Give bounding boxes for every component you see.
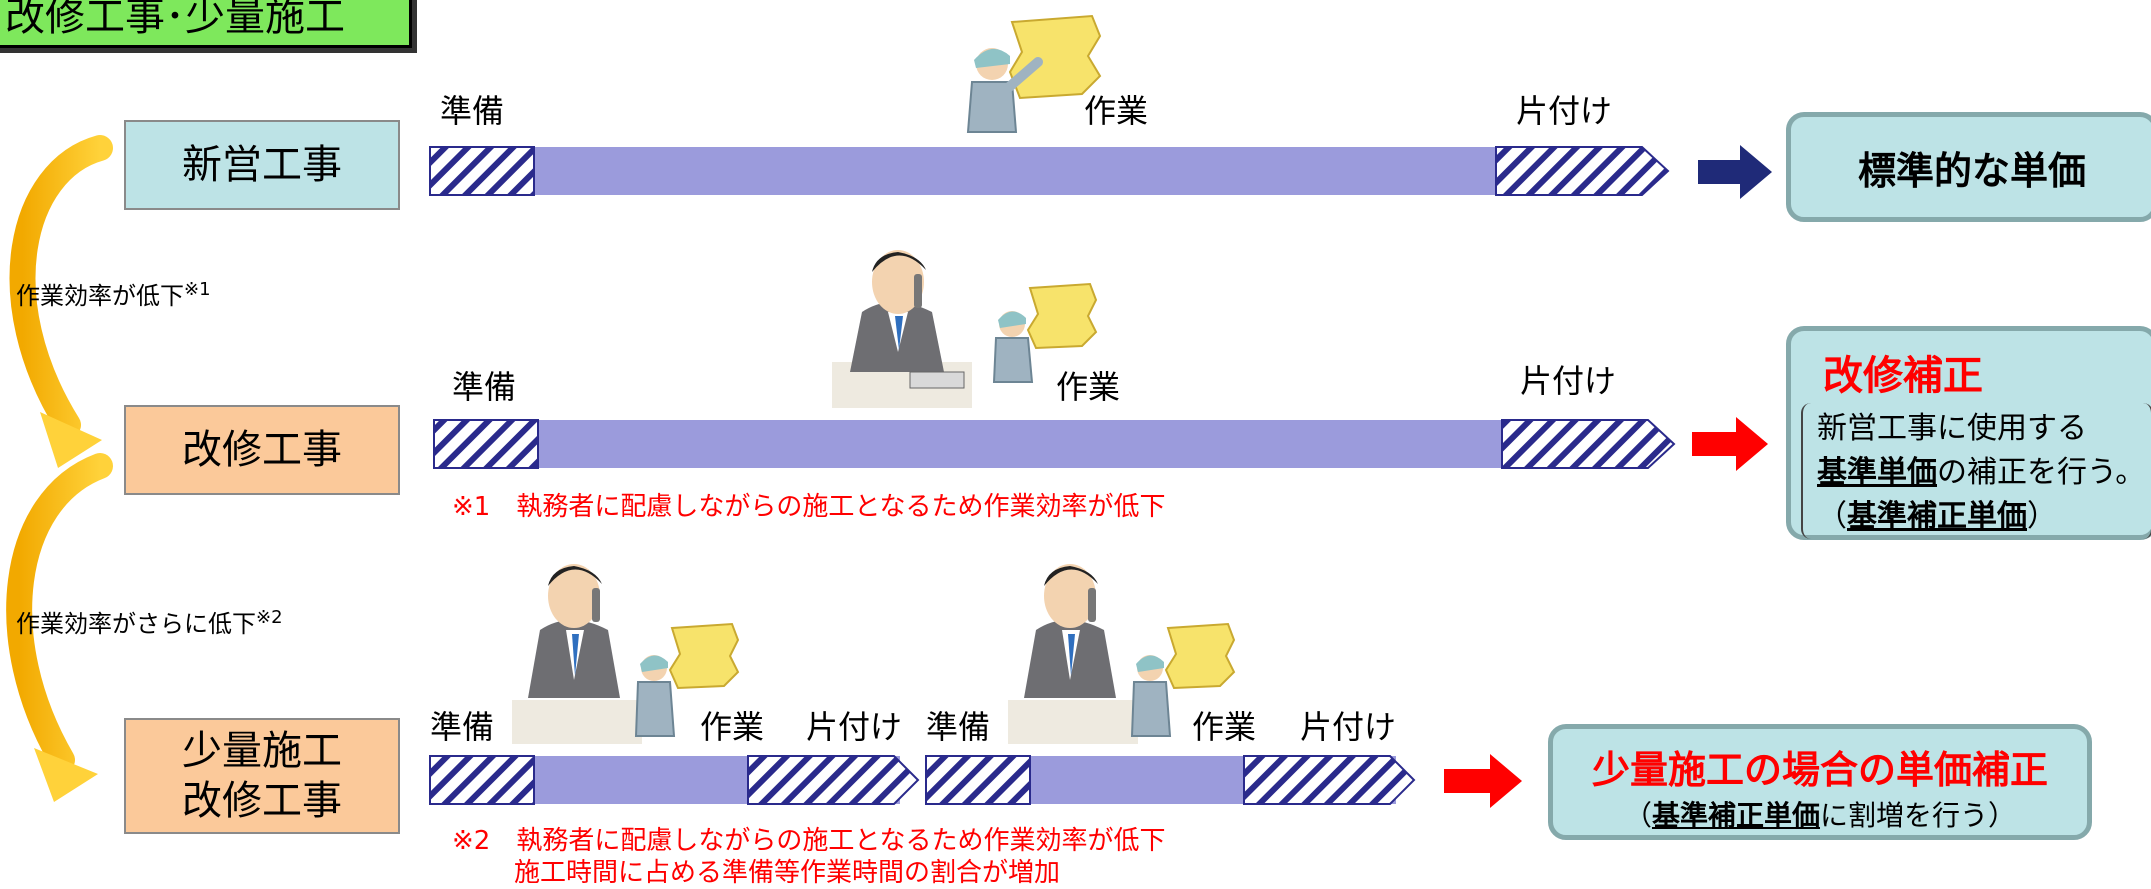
footnote-1: ※1 執務者に配慮しながらの施工となるため作業効率が低下 bbox=[452, 492, 1166, 522]
office-worker-illustration bbox=[1008, 564, 1138, 744]
curved-arrow-icon bbox=[6, 453, 113, 802]
phase-label-work: 作業 bbox=[1192, 708, 1257, 746]
phase-label-cleanup: 片付け bbox=[1300, 708, 1397, 746]
phase-label-prep: 準備 bbox=[452, 368, 517, 406]
office-worker-illustration bbox=[512, 564, 642, 744]
phase-label-cleanup: 片付け bbox=[806, 708, 903, 746]
base-price-term: 基準単価 bbox=[1817, 455, 1937, 490]
cleanup-segment bbox=[1243, 755, 1416, 805]
prep-segment bbox=[429, 146, 535, 196]
efficiency-note-1-mark: ※1 bbox=[184, 279, 211, 300]
timeline-bar-renovation bbox=[433, 419, 1676, 469]
base-correction-price-term: 基準補正単価 bbox=[1847, 499, 2027, 534]
result-box-small-quantity-correction: 少量施工の場合の単価補正 （基準補正単価に割増を行う） bbox=[1548, 724, 2092, 840]
timeline-bar-small-2 bbox=[925, 755, 1416, 805]
row-label-renovation-text: 改修工事 bbox=[182, 427, 342, 473]
result-renovation-line3: （基準補正単価） bbox=[1817, 491, 2151, 535]
curved-arrow-icon bbox=[9, 135, 113, 468]
efficiency-note-2-text: 作業効率がさらに低下 bbox=[16, 610, 256, 638]
arrow-right-icon bbox=[1698, 145, 1772, 199]
prep-segment bbox=[429, 755, 535, 805]
result-standard-text: 標準的な単価 bbox=[1857, 148, 2086, 193]
result-renovation-line1: 新営工事に使用する bbox=[1817, 411, 2087, 446]
result-renovation-line2-rest: の補正を行う。 bbox=[1937, 455, 2146, 490]
row-label-renovation: 改修工事 bbox=[124, 405, 400, 495]
paren-open: （ bbox=[1817, 499, 1847, 534]
result-small-line: （基準補正単価に割増を行う） bbox=[1553, 794, 2087, 834]
worker-illustration bbox=[634, 622, 740, 737]
phase-label-cleanup: 片付け bbox=[1516, 92, 1613, 130]
timeline-bar-new-construction bbox=[429, 146, 1670, 196]
paren-close: ） bbox=[2027, 499, 2057, 534]
worker-illustration bbox=[1130, 622, 1236, 737]
paren-open: （ bbox=[1623, 799, 1652, 832]
phase-label-cleanup: 片付け bbox=[1520, 362, 1617, 400]
timeline-bar-small-1 bbox=[429, 755, 920, 805]
work-segment bbox=[430, 147, 1500, 195]
cleanup-segment bbox=[1495, 146, 1670, 196]
phase-label-work: 作業 bbox=[700, 708, 765, 746]
result-renovation-title: 改修補正 bbox=[1823, 353, 1983, 399]
worker-illustration bbox=[966, 14, 1102, 133]
result-box-renovation-correction: 改修補正 新営工事に使用する 基準単価の補正を行う。 （基準補正単価） bbox=[1786, 326, 2151, 540]
efficiency-note-1-text: 作業効率が低下 bbox=[16, 282, 184, 310]
result-small-line-rest: に割増を行う） bbox=[1820, 799, 2017, 832]
arrow-right-icon bbox=[1444, 754, 1522, 808]
footnote-2-line1: ※2 執務者に配慮しながらの施工となるため作業効率が低下 bbox=[452, 826, 1166, 856]
diagram-title: 改修工事･少量施工 bbox=[0, 0, 412, 48]
row-label-new-construction-text: 新営工事 bbox=[182, 142, 342, 188]
phase-label-prep: 準備 bbox=[440, 92, 505, 130]
phase-label-work: 作業 bbox=[1056, 368, 1121, 406]
result-box-standard-price: 標準的な単価 bbox=[1786, 112, 2151, 222]
worker-illustration bbox=[992, 282, 1098, 383]
efficiency-note-2: 作業効率がさらに低下※2 bbox=[16, 604, 283, 639]
result-renovation-line2: 基準単価の補正を行う。 bbox=[1817, 447, 2151, 491]
efficiency-note-1: 作業効率が低下※1 bbox=[16, 276, 211, 311]
phase-label-work: 作業 bbox=[1084, 92, 1149, 130]
cleanup-segment bbox=[1501, 419, 1676, 469]
work-segment bbox=[434, 420, 1504, 468]
office-worker-illustration bbox=[832, 250, 972, 408]
phase-label-prep: 準備 bbox=[926, 708, 991, 746]
footnote-2-line2: 施工時間に占める準備等作業時間の割合が増加 bbox=[514, 858, 1061, 888]
result-renovation-bracket: 新営工事に使用する 基準単価の補正を行う。 （基準補正単価） bbox=[1801, 403, 2151, 539]
row-label-small-line1: 少量施工 bbox=[182, 728, 342, 774]
efficiency-note-2-mark: ※2 bbox=[256, 607, 283, 628]
arrow-right-icon bbox=[1692, 417, 1768, 471]
phase-label-prep: 準備 bbox=[430, 708, 495, 746]
row-label-small-renovation: 少量施工 改修工事 bbox=[124, 718, 400, 834]
prep-segment bbox=[925, 755, 1031, 805]
prep-segment bbox=[433, 419, 539, 469]
result-small-title: 少量施工の場合の単価補正 bbox=[1591, 748, 2048, 792]
row-label-new-construction: 新営工事 bbox=[124, 120, 400, 210]
cleanup-segment bbox=[747, 755, 920, 805]
row-label-small-line2: 改修工事 bbox=[182, 778, 342, 824]
base-correction-price-term: 基準補正単価 bbox=[1651, 799, 1820, 832]
